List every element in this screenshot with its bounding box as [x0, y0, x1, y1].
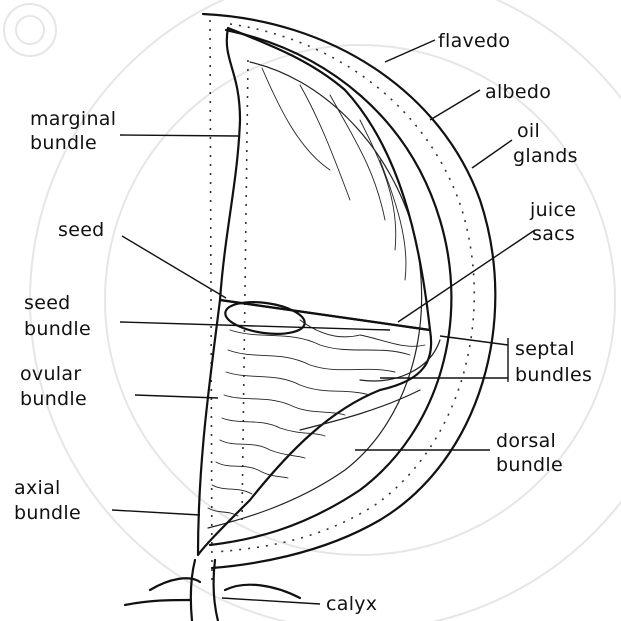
juice-sac-texture — [208, 320, 425, 516]
stem — [191, 560, 195, 621]
leader-ovular-bundle — [135, 395, 218, 398]
leader-albedo — [430, 90, 480, 120]
label-axial-bundle-line2: bundle — [14, 502, 81, 524]
label-septal-bundles-line1: septal — [515, 338, 575, 360]
leader-flavedo — [385, 40, 435, 62]
label-albedo: albedo — [485, 81, 551, 103]
fruit-drawing — [125, 14, 495, 621]
label-ovular-bundle-line2: bundle — [20, 388, 87, 410]
leader-juice-sacs — [398, 230, 535, 322]
upper-segment-outline — [220, 28, 430, 330]
label-oil-glands-line2: glands — [513, 145, 578, 167]
label-seed-bundle-line2: bundle — [24, 318, 91, 340]
seed-shape — [223, 298, 306, 339]
leader-calyx — [222, 598, 320, 604]
label-dorsal-bundle-line1: dorsal — [496, 430, 556, 452]
label-ovular-bundle-line1: ovular — [20, 363, 81, 385]
label-calyx: calyx — [326, 593, 377, 615]
leader-marginal-bundle — [120, 135, 238, 136]
label-juice-sacs-line2: sacs — [532, 223, 575, 245]
label-septal-bundles-line2: bundles — [515, 364, 592, 386]
leader-seed-bundle — [120, 322, 390, 330]
leader-axial-bundle — [112, 510, 200, 515]
leader-oil-glands — [472, 140, 512, 168]
label-marginal-bundle-line1: marginal — [30, 108, 116, 130]
label-marginal-bundle-line2: bundle — [30, 132, 97, 154]
label-flavedo: flavedo — [438, 30, 510, 52]
label-axial-bundle-line1: axial — [14, 477, 61, 499]
label-dorsal-bundle-line2: bundle — [496, 454, 563, 476]
label-seed-bundle-line1: seed — [24, 292, 71, 314]
label-oil-glands-line1: oil — [517, 120, 540, 142]
label-juice-sacs-line1: juice — [529, 199, 576, 221]
label-seed: seed — [58, 219, 105, 241]
